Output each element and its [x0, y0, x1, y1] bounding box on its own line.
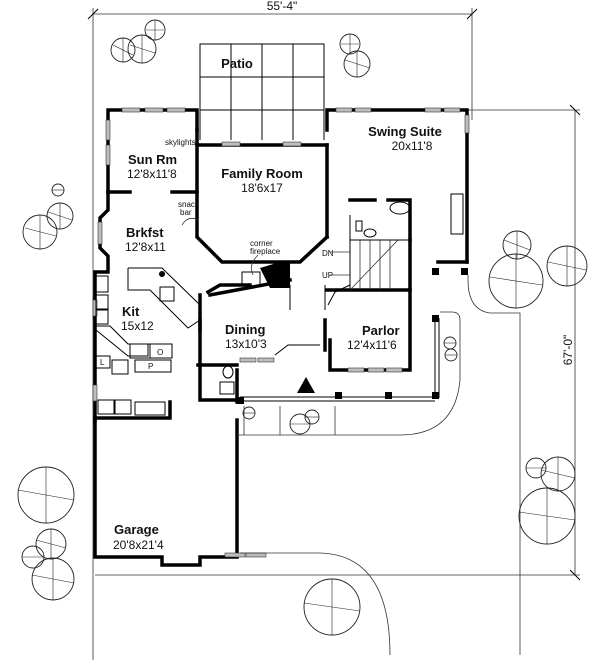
room-label-garage: Garage: [114, 522, 159, 537]
stairs-up-label: UP: [322, 271, 333, 280]
room-label-patio: Patio: [221, 56, 253, 71]
kitchen-counters: L O P: [93, 217, 201, 420]
room-dims-sun-room: 12'8x11'8: [127, 167, 177, 181]
snack-bar-note-1: snack: [178, 200, 200, 209]
room-label-parlor: Parlor: [362, 323, 400, 338]
room-label-breakfast: Brkfst: [126, 225, 164, 240]
room-labels: skylights Sun Rm 12'8x11'8 Family Room 1…: [113, 124, 442, 552]
room-label-swing-suite: Swing Suite: [368, 124, 442, 139]
stairs-down-label: DN: [322, 249, 334, 258]
dimension-depth: 67'-0": [95, 104, 581, 581]
room-dims-garage: 20'8x21'4: [113, 538, 164, 552]
room-dims-family-room: 18'6x17: [241, 181, 283, 195]
tree-cluster-garage-left: [17, 466, 75, 601]
room-dims-swing-suite: 20x11'8: [392, 139, 433, 153]
entry-marker-icon: [297, 377, 315, 393]
tree-cluster-left: [22, 183, 74, 250]
skylights-note: skylights: [165, 138, 196, 147]
suite-bath: [348, 193, 464, 242]
patio: Patio: [199, 43, 325, 140]
fireplace-note-2: fireplace: [250, 247, 281, 256]
laundry-label: L: [100, 358, 105, 367]
tree-cluster-bottom-right: [518, 456, 576, 545]
room-dims-dining: 13x10'3: [225, 337, 267, 351]
windows: [92, 107, 470, 558]
tree-bottom-center: [303, 578, 361, 636]
room-label-dining: Dining: [225, 322, 265, 337]
room-dims-breakfast: 12'8x11: [125, 240, 166, 254]
room-label-sun-room: Sun Rm: [128, 152, 177, 167]
staircase: DN UP: [322, 239, 411, 306]
corner-fireplace: [241, 254, 290, 288]
tree-cluster-right: [488, 230, 588, 309]
room-label-kitchen: Kit: [122, 304, 140, 319]
depth-dimension-label: 67'-0": [561, 335, 575, 366]
interior-walls: [106, 190, 327, 356]
dimension-width: 55'-4": [87, 0, 478, 660]
powder-room: [196, 363, 239, 395]
room-dims-kitchen: 15x12: [121, 319, 154, 333]
tree-cluster-top-left: [110, 19, 166, 64]
tree-cluster-top-right: [339, 33, 371, 78]
pantry-label: P: [148, 362, 153, 371]
tree-cluster-porch: [242, 336, 458, 435]
room-dims-parlor: 12'4x11'6: [347, 338, 397, 352]
fireplace-note-1: corner: [250, 239, 273, 248]
snack-bar-note-2: bar: [180, 208, 192, 217]
width-dimension-label: 55'-4": [267, 0, 298, 13]
room-label-family-room: Family Room: [221, 166, 303, 181]
front-porch: [237, 268, 521, 656]
oven-label: O: [157, 348, 163, 357]
